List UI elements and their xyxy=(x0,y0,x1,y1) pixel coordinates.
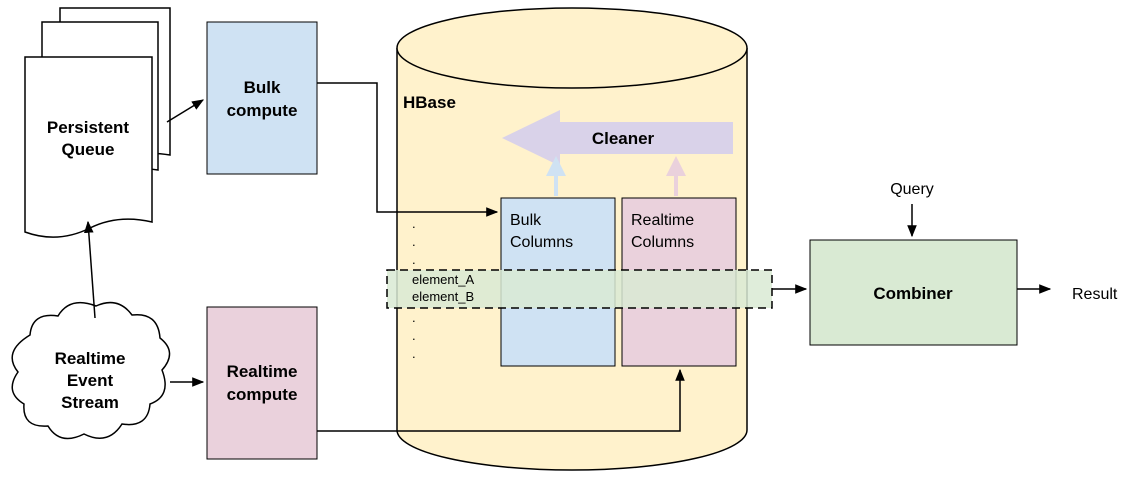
bulk-columns-label-1: Bulk xyxy=(510,212,542,229)
row-ellipsis: . . . . . . xyxy=(412,216,416,361)
event-stream-cloud: Realtime Event Stream xyxy=(11,301,171,440)
bulk-compute-label-2: compute xyxy=(227,101,298,120)
svg-text:.: . xyxy=(412,252,416,267)
realtime-compute-label-1: Realtime xyxy=(227,362,298,381)
event-stream-label-3: Stream xyxy=(61,393,119,412)
bulk-compute-label-1: Bulk xyxy=(244,78,281,97)
persistent-queue-node: Persistent Queue xyxy=(24,7,171,238)
realtime-columns-label-2: Columns xyxy=(631,234,694,251)
row-label-b: element_B xyxy=(412,289,474,304)
svg-text:.: . xyxy=(412,234,416,249)
event-stream-label-2: Event xyxy=(67,371,114,390)
combiner-label: Combiner xyxy=(873,284,953,303)
realtime-compute-label-2: compute xyxy=(227,385,298,404)
row-label-a: element_A xyxy=(412,272,474,287)
realtime-compute-node: Realtime compute xyxy=(206,306,318,460)
realtime-to-columns-arrow xyxy=(317,368,685,432)
queue-to-bulk-arrow xyxy=(166,99,205,123)
hbase-title: HBase xyxy=(403,93,456,112)
persistent-queue-label-2: Queue xyxy=(62,140,115,159)
bulk-to-columns-arrow xyxy=(317,82,499,217)
query-label: Query xyxy=(890,181,934,198)
event-stream-label-1: Realtime xyxy=(55,349,126,368)
realtime-columns-label-1: Realtime xyxy=(631,212,694,229)
svg-text:.: . xyxy=(412,328,416,343)
bulk-columns-label-2: Columns xyxy=(510,234,573,251)
bulk-compute-node: Bulk compute xyxy=(206,21,318,175)
row-band: element_A element_B xyxy=(386,269,773,309)
cleaner-arrow: Cleaner xyxy=(502,110,733,166)
combiner-node: Combiner xyxy=(809,239,1018,346)
svg-text:.: . xyxy=(412,310,416,325)
svg-text:.: . xyxy=(412,346,416,361)
persistent-queue-label-1: Persistent xyxy=(47,118,130,137)
stream-to-queue-arrow xyxy=(83,220,96,319)
cleaner-label: Cleaner xyxy=(592,129,655,148)
result-label: Result xyxy=(1072,286,1118,303)
svg-text:.: . xyxy=(412,216,416,231)
